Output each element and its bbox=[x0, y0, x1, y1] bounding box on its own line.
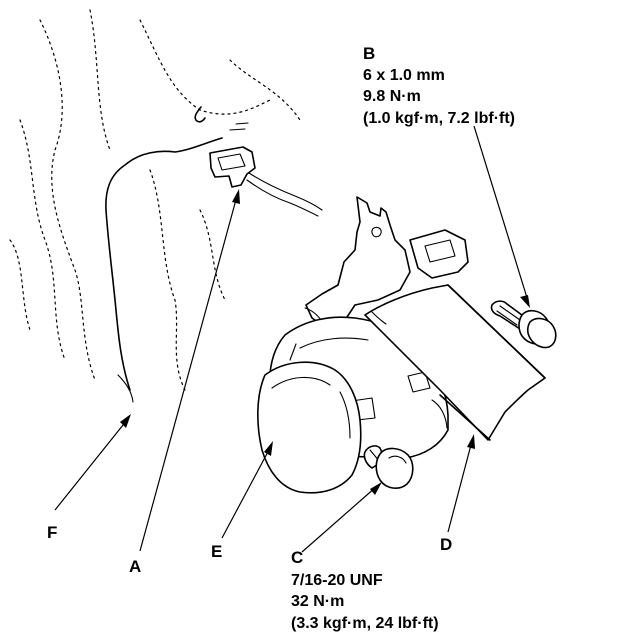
leader-arrows bbox=[54, 125, 530, 553]
spec-c: 7/16-20 UNF 32 N·m (3.3 kgf·m, 24 lbf·ft… bbox=[291, 572, 439, 632]
engine-edge bbox=[105, 106, 249, 403]
label-e: E bbox=[211, 542, 222, 561]
bolt-c bbox=[363, 445, 414, 489]
spec-c-thread: 7/16-20 UNF bbox=[291, 572, 383, 589]
engine-background bbox=[9, 9, 301, 391]
bolt-b bbox=[490, 300, 557, 349]
spec-b-torque-alt: (1.0 kgf·m, 7.2 lbf·ft) bbox=[363, 110, 515, 127]
label-d: D bbox=[440, 535, 452, 554]
label-b: B bbox=[363, 44, 375, 63]
spec-b-torque: 9.8 N·m bbox=[363, 88, 421, 105]
spec-c-torque-alt: (3.3 kgf·m, 24 lbf·ft) bbox=[291, 615, 439, 632]
label-f: F bbox=[47, 523, 57, 542]
label-a: A bbox=[129, 557, 141, 576]
label-c: C bbox=[291, 548, 303, 567]
connector-a bbox=[209, 146, 323, 217]
bracket-piece bbox=[409, 229, 469, 279]
intake-duct bbox=[364, 284, 546, 441]
spec-c-torque: 32 N·m bbox=[291, 593, 344, 610]
spec-b-size: 6 x 1.0 mm bbox=[363, 67, 445, 84]
spec-b: 6 x 1.0 mm 9.8 N·m (1.0 kgf·m, 7.2 lbf·f… bbox=[363, 67, 515, 127]
